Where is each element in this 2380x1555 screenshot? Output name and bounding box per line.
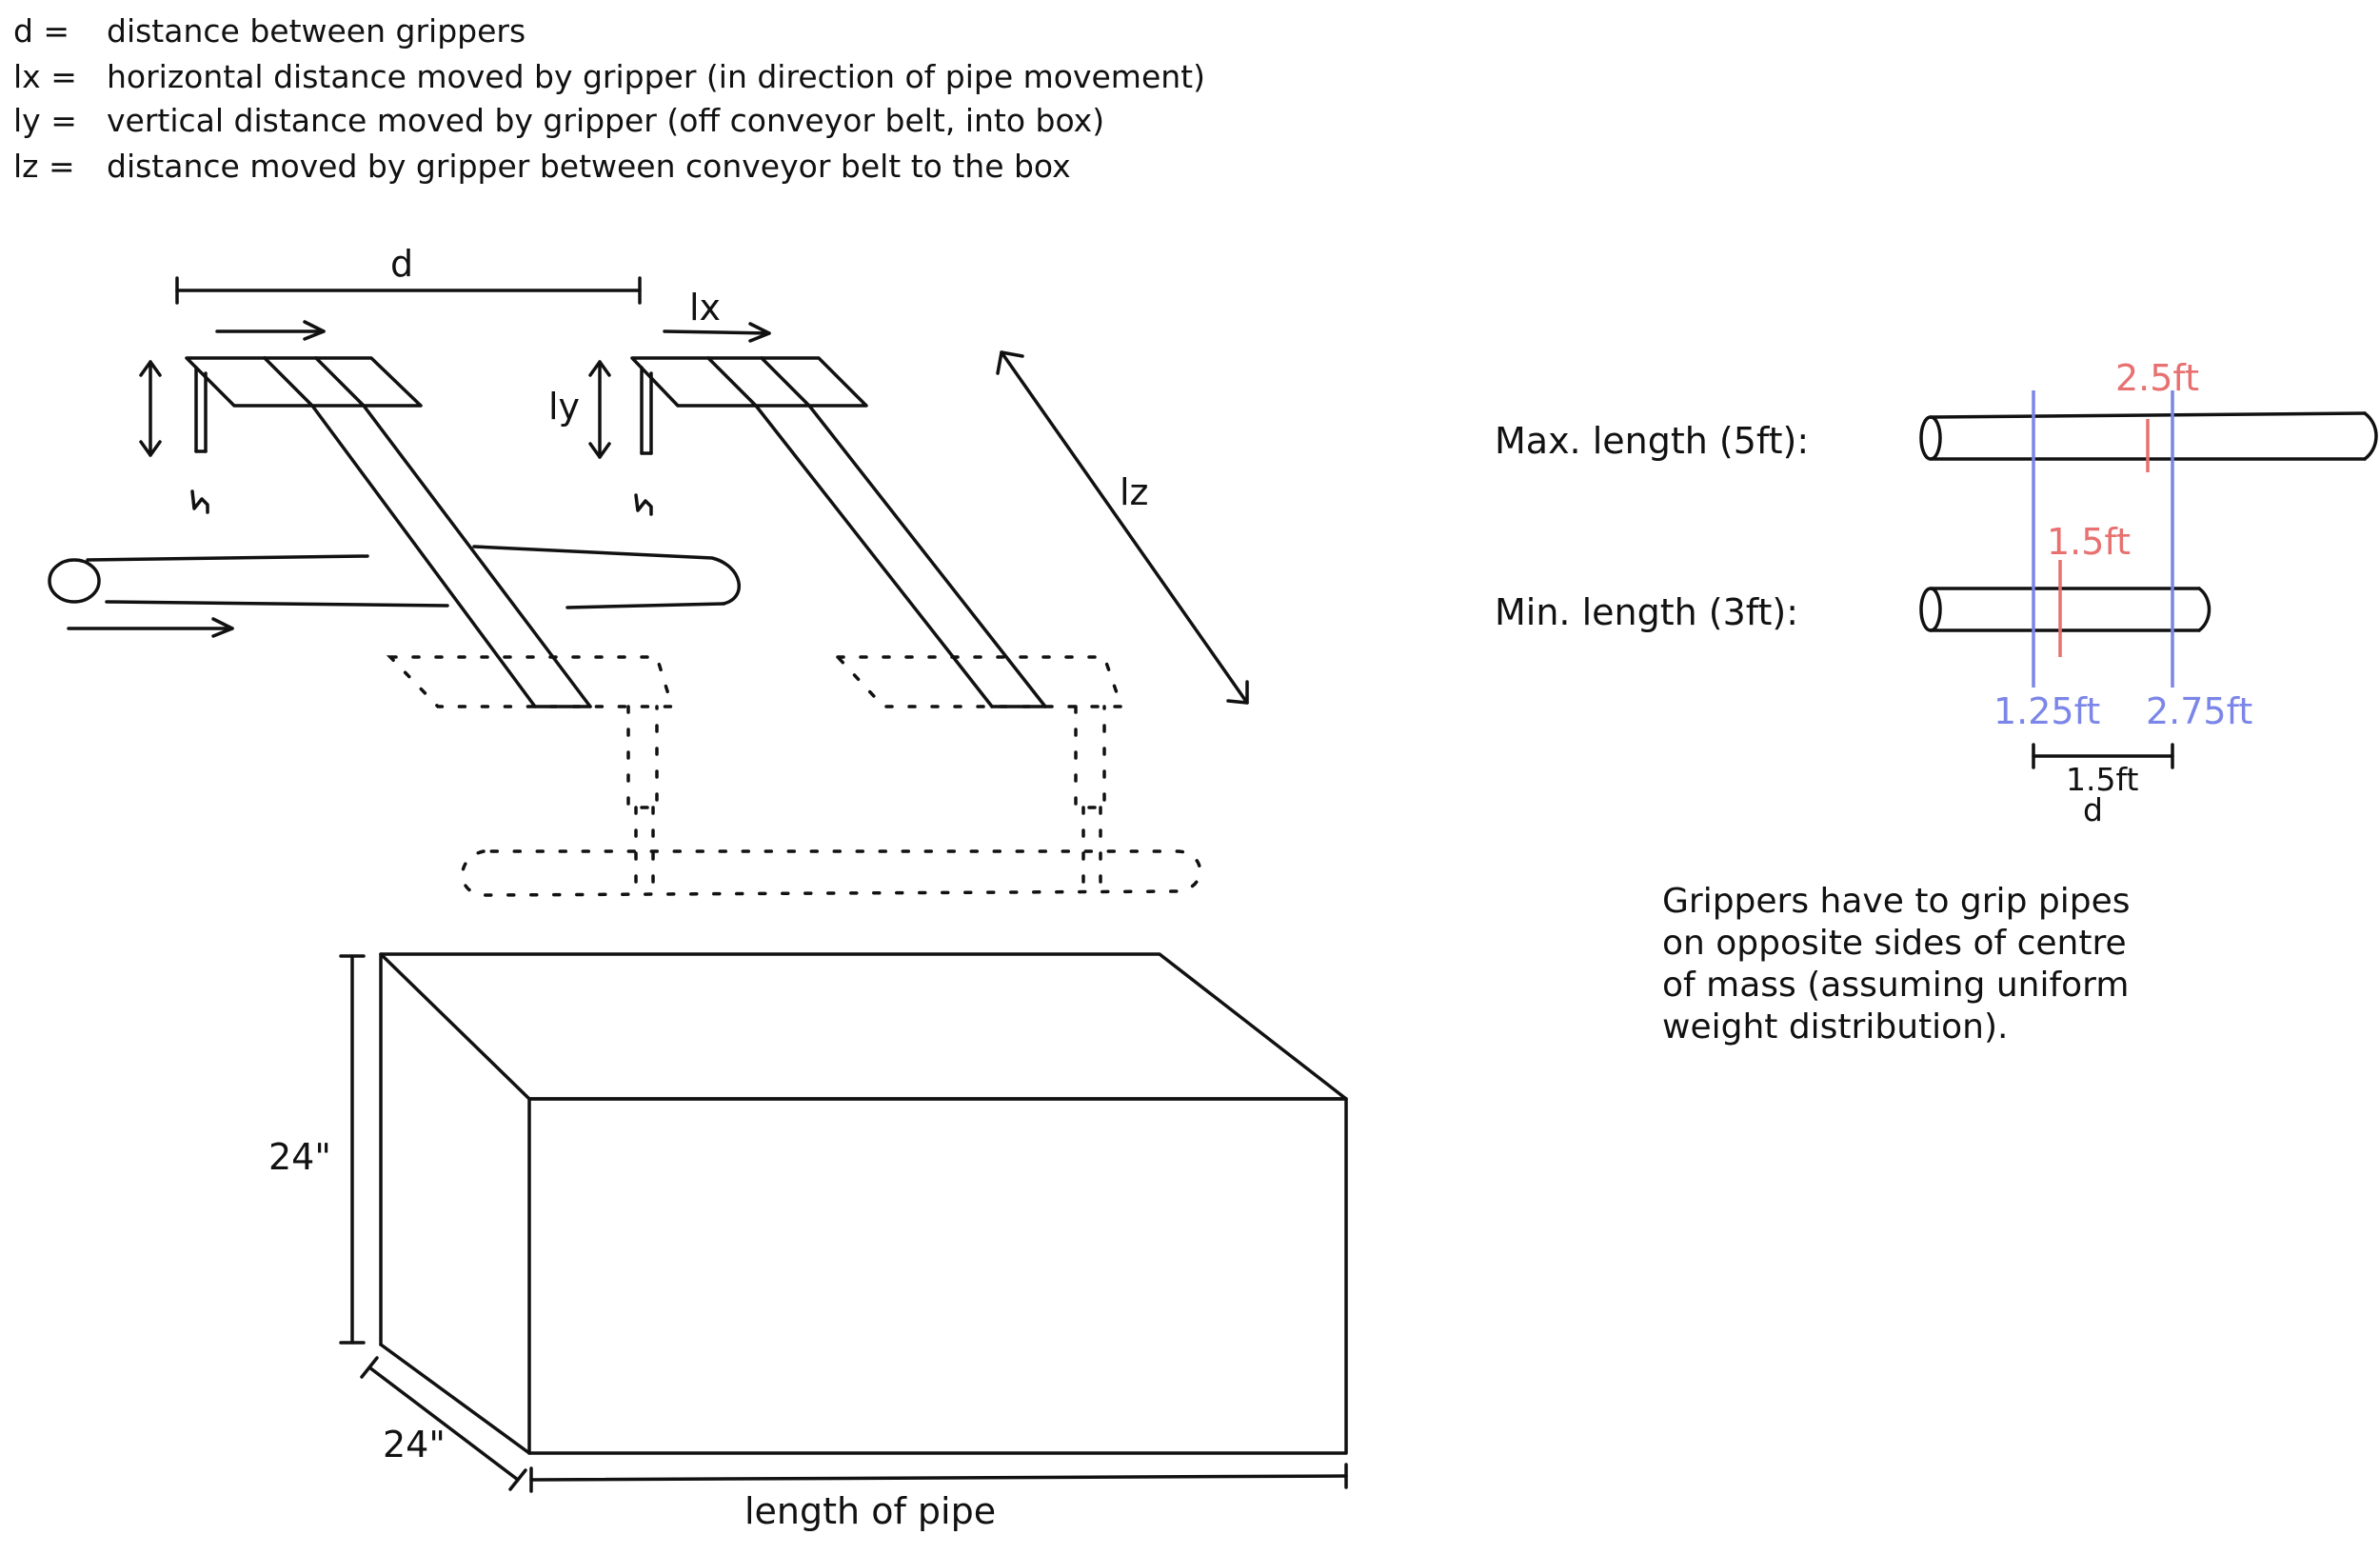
box-depth-label: 24" bbox=[383, 1424, 446, 1465]
note-line-4: weight distribution). bbox=[1662, 1007, 2008, 1047]
d-dimension: d bbox=[175, 243, 642, 305]
definitions-list: d = distance between grippers lx = horiz… bbox=[13, 12, 1205, 185]
gripper-2 bbox=[630, 356, 1047, 708]
def-lx-symbol: lx = bbox=[13, 58, 77, 95]
max-length-label: Max. length (5ft): bbox=[1495, 420, 1809, 462]
gripper-1 bbox=[185, 356, 592, 708]
box-length-label: length of pipe bbox=[744, 1490, 996, 1532]
def-ly-symbol: ly = bbox=[13, 102, 77, 139]
pipe-length-diagram: Max. length (5ft): Min. length (3ft): 2.… bbox=[1495, 357, 2378, 828]
grip-right-label: 2.75ft bbox=[2146, 690, 2252, 732]
note-line-1: Grippers have to grip pipes bbox=[1662, 882, 2130, 921]
d-label: d bbox=[390, 243, 413, 285]
grip-left-label: 1.25ft bbox=[1993, 690, 2100, 732]
def-lz-symbol: lz = bbox=[13, 148, 75, 185]
def-d-symbol: d = bbox=[13, 12, 69, 50]
conveyor-pipe bbox=[48, 545, 741, 638]
min-center-label: 1.5ft bbox=[2047, 521, 2131, 563]
gripper-note: Grippers have to grip pipes on opposite … bbox=[1662, 882, 2130, 1047]
min-length-label: Min. length (3ft): bbox=[1495, 591, 1798, 633]
box-height-label: 24" bbox=[268, 1136, 331, 1178]
lx-arrows: lx bbox=[215, 287, 771, 343]
lowered-gripper-dashed bbox=[386, 655, 1202, 897]
def-lx-text: horizontal distance moved by gripper (in… bbox=[107, 58, 1205, 95]
lz-arrow: lz bbox=[996, 350, 1249, 705]
spacing-label: 1.5ft bbox=[2066, 761, 2139, 798]
note-line-2: on opposite sides of centre bbox=[1662, 924, 2127, 963]
max-center-label: 2.5ft bbox=[2115, 357, 2199, 399]
ly-label: ly bbox=[548, 386, 580, 428]
note-line-3: of mass (assuming uniform bbox=[1662, 966, 2129, 1005]
box: 24" 24" length of pipe bbox=[268, 952, 1348, 1532]
def-d-text: distance between grippers bbox=[107, 12, 526, 50]
spacing-symbol: d bbox=[2083, 791, 2103, 828]
lx-label: lx bbox=[689, 287, 721, 329]
def-lz-text: distance moved by gripper between convey… bbox=[107, 148, 1071, 185]
ly-arrows: ly bbox=[139, 360, 611, 459]
def-ly-text: vertical distance moved by gripper (off … bbox=[107, 102, 1104, 139]
lz-label: lz bbox=[1120, 471, 1149, 513]
